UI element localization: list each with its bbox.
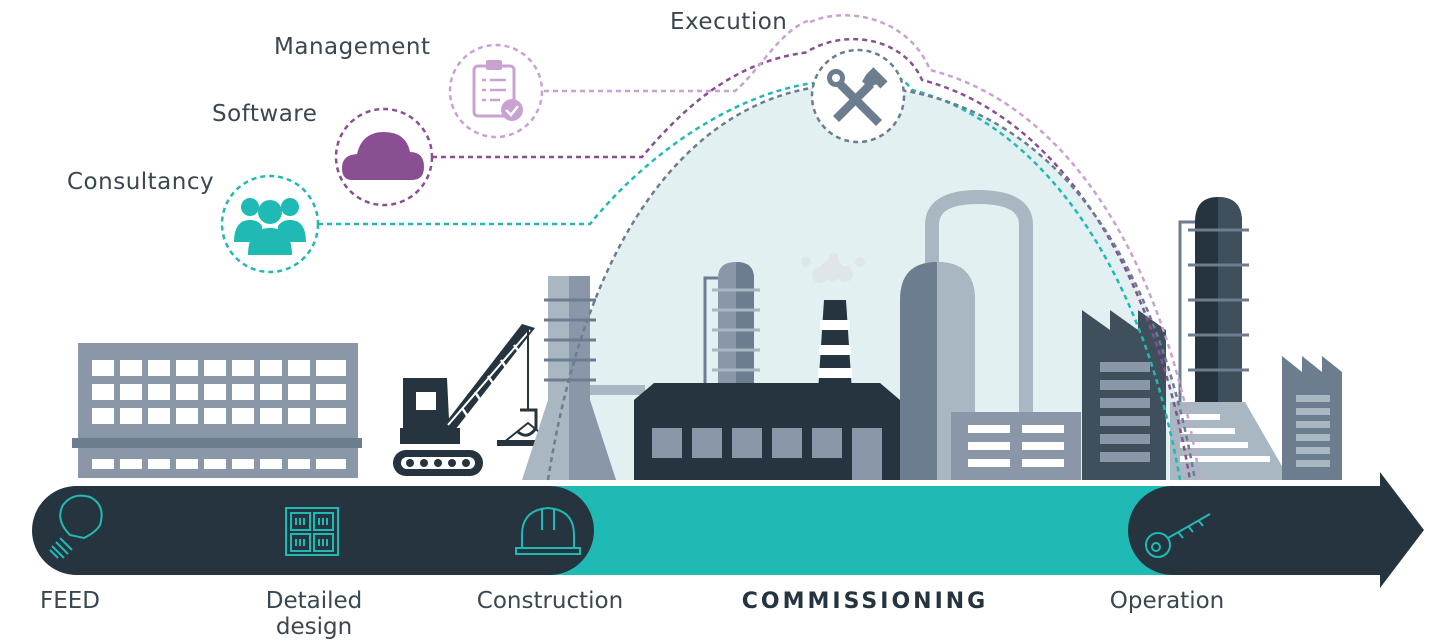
key-icon bbox=[1145, 513, 1211, 558]
arc-execution-lilac bbox=[809, 14, 1202, 481]
stage-feed-label: FEED bbox=[39, 588, 100, 614]
stage-construction-label: Construction bbox=[476, 588, 624, 614]
clipboard-check-icon bbox=[472, 60, 523, 121]
software-node bbox=[334, 107, 434, 207]
connector-software bbox=[432, 50, 811, 159]
cloud-icon bbox=[342, 132, 424, 180]
distillation-column bbox=[703, 262, 760, 395]
lightbulb-icon bbox=[49, 494, 103, 559]
blueprint-grid-icon bbox=[285, 507, 339, 556]
dome-background bbox=[548, 84, 1195, 480]
factory-hall bbox=[634, 383, 900, 480]
timeline-bar bbox=[32, 472, 1425, 588]
execution-label: Execution bbox=[670, 9, 788, 35]
connector-management bbox=[544, 18, 811, 93]
management-label: Management bbox=[274, 34, 431, 60]
arc-commissioning bbox=[546, 83, 1197, 481]
consultancy-node bbox=[220, 174, 320, 274]
stage-detailed-design-line1: Detailed bbox=[265, 588, 363, 614]
people-group-icon bbox=[234, 198, 306, 255]
tall-column bbox=[1170, 197, 1290, 480]
chimney-stack bbox=[801, 253, 865, 392]
small-factory bbox=[1282, 356, 1342, 480]
connector-consultancy bbox=[318, 80, 823, 226]
arc-execution-purple bbox=[809, 37, 1192, 481]
arc-execution-teal bbox=[821, 66, 1182, 481]
hard-hat-icon bbox=[515, 506, 581, 555]
sawtooth-factory bbox=[1082, 310, 1166, 480]
software-label: Software bbox=[212, 101, 318, 127]
crane bbox=[393, 324, 558, 476]
utility-building bbox=[951, 412, 1081, 480]
wrench-hammer-icon bbox=[827, 67, 888, 126]
stage-commissioning-label: COMMISSIONING bbox=[741, 589, 989, 614]
management-node bbox=[448, 43, 544, 139]
consultancy-label: Consultancy bbox=[67, 169, 215, 195]
office-building bbox=[72, 343, 362, 478]
stage-detailed-design-label: Detailed design bbox=[244, 588, 384, 641]
execution-node bbox=[810, 48, 906, 144]
stage-detailed-design-line2: design bbox=[275, 614, 353, 641]
stage-operation-label: Operation bbox=[1109, 588, 1225, 614]
service-connectors bbox=[318, 14, 1202, 481]
